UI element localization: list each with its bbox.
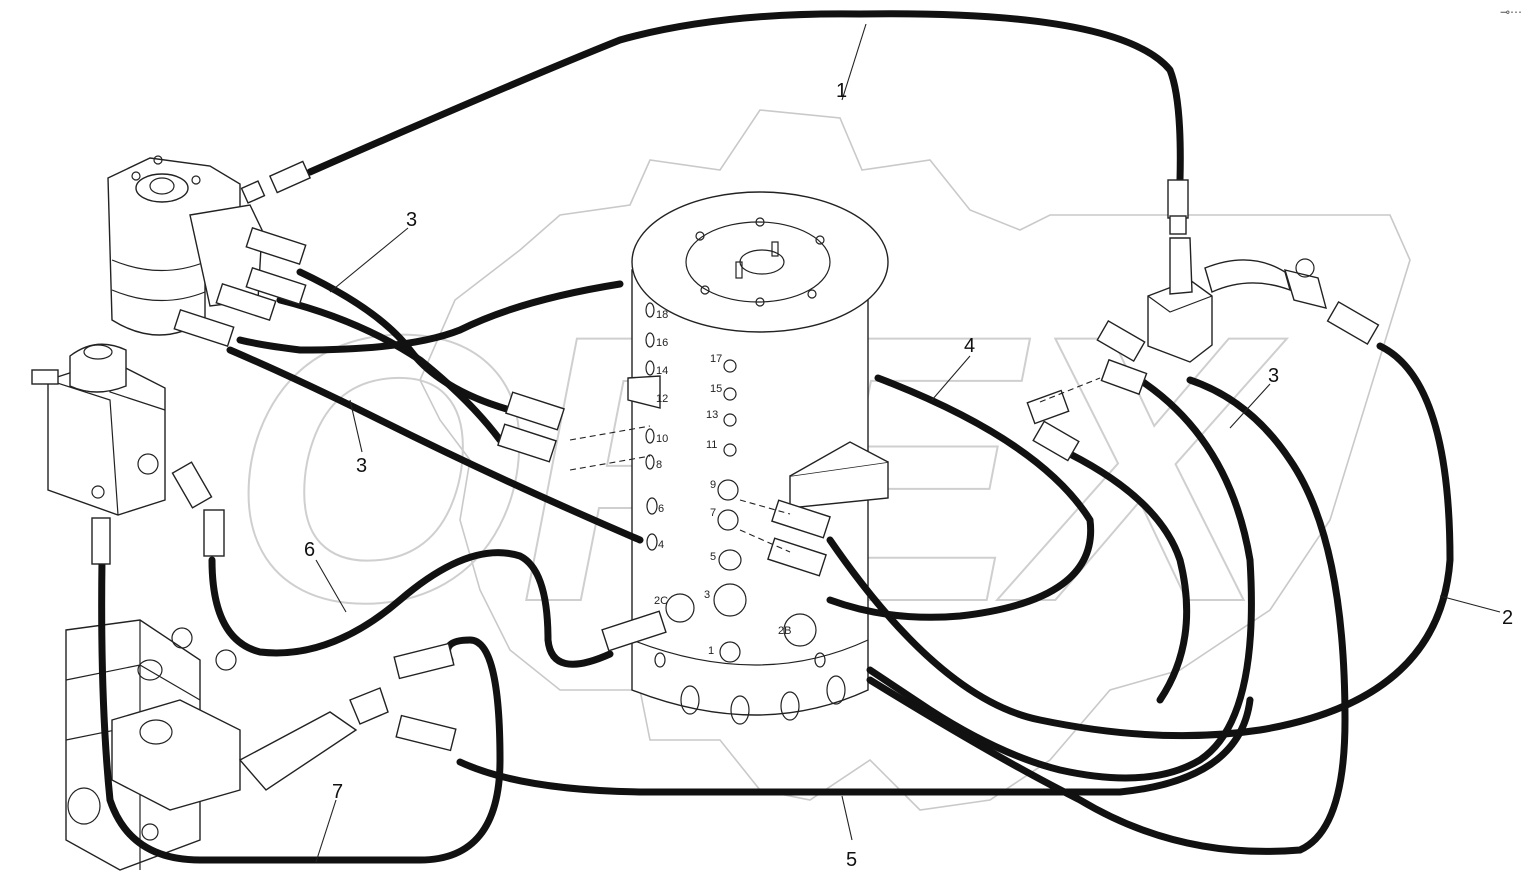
port-label-5: 5 — [710, 551, 716, 563]
port-label-14: 14 — [656, 365, 668, 377]
callout-3-upper-left: 3 — [406, 209, 417, 231]
hose-3-lower — [276, 296, 504, 444]
hose-right-loop — [1066, 450, 1191, 704]
hose-4 — [826, 374, 1095, 621]
port-label-16: 16 — [656, 337, 668, 349]
hoses — [98, 10, 1454, 864]
steering-unit — [107, 155, 263, 336]
hose-3-right — [866, 376, 1255, 782]
hose-steering-to-joint — [236, 280, 624, 354]
hose-2 — [826, 342, 1454, 740]
port-label-2c: 2C — [654, 595, 668, 607]
hose-cross-long — [226, 346, 644, 544]
tee-block — [1147, 237, 1327, 363]
port-labels: 18 16 14 12 10 8 6 4 17 15 13 11 9 7 5 3… — [654, 309, 791, 657]
hose-5 — [456, 696, 1254, 796]
port-label-13: 13 — [706, 409, 718, 421]
port-label-17: 17 — [710, 353, 722, 365]
hose-6 — [208, 549, 614, 668]
port-label-8: 8 — [656, 459, 662, 471]
port-label-11: 11 — [706, 439, 717, 451]
corner-mark: ⊸⋯ — [1500, 5, 1522, 19]
callout-1: 1 — [836, 80, 847, 102]
leader-lines — [315, 23, 1501, 863]
callout-6: 6 — [304, 539, 315, 561]
callout-3-lower-left: 3 — [356, 455, 367, 477]
callouts: 1 2 3 3 3 4 5 6 7 — [304, 80, 1513, 871]
callout-2: 2 — [1502, 607, 1513, 629]
port-label-18: 18 — [656, 309, 668, 321]
hose-5-lower — [866, 376, 1349, 855]
hose-1 — [306, 10, 1184, 184]
port-label-7: 7 — [710, 507, 716, 519]
rotary-joint — [627, 191, 889, 725]
callout-5: 5 — [846, 849, 857, 871]
port-label-10: 10 — [656, 433, 668, 445]
callout-7: 7 — [332, 781, 343, 803]
port-label-1: 1 — [708, 645, 714, 657]
port-label-12: 12 — [656, 393, 668, 405]
fittings — [91, 160, 1380, 752]
callout-3-right: 3 — [1268, 365, 1279, 387]
port-label-4: 4 — [658, 539, 664, 551]
port-label-3: 3 — [704, 589, 710, 601]
solenoid-valve — [31, 343, 166, 516]
connection-dashes — [569, 377, 1101, 553]
port-label-15: 15 — [710, 383, 722, 395]
hose-7 — [98, 556, 504, 864]
callout-4: 4 — [964, 335, 975, 357]
port-label-2b: 2B — [778, 625, 791, 637]
port-label-6: 6 — [658, 503, 664, 515]
port-label-9: 9 — [710, 479, 716, 491]
